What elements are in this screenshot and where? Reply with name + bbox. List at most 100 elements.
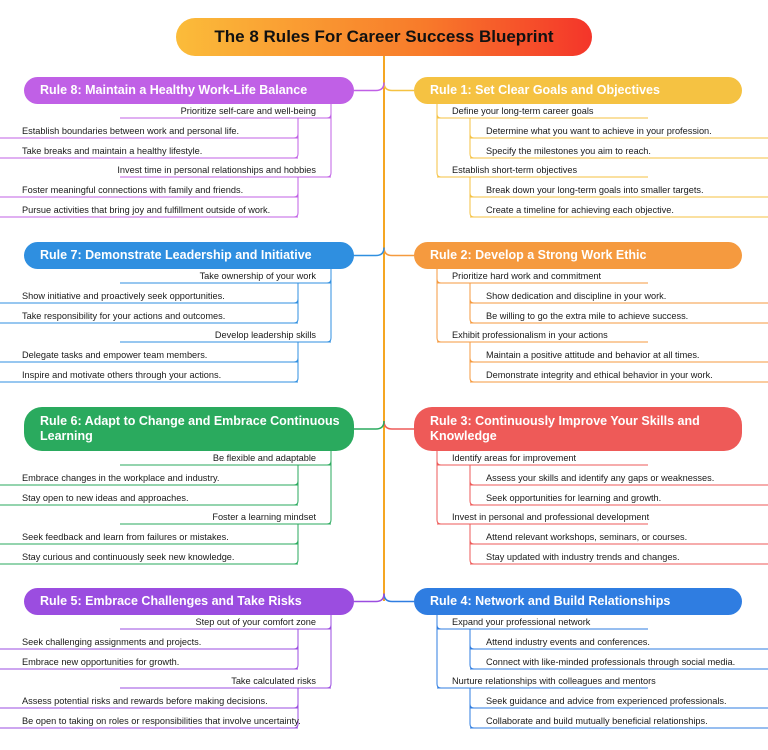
leaf-r5-0-0[interactable]: Seek challenging assignments and project… — [22, 637, 202, 647]
group-branch — [326, 104, 332, 178]
leaf-branch — [293, 465, 299, 486]
leaf-r3-1-0[interactable]: Attend relevant workshops, seminars, or … — [486, 532, 688, 542]
group-label-r5-1[interactable]: Take calculated risks — [231, 676, 316, 686]
leaf-r6-1-1[interactable]: Stay curious and continuously seek new k… — [22, 552, 235, 562]
rule-box-r3[interactable]: Rule 3: Continuously Improve Your Skills… — [414, 407, 742, 451]
rule-connector-r5 — [354, 593, 385, 603]
group-label-r4-0[interactable]: Expand your professional network — [452, 617, 591, 627]
leaf-r8-1-0[interactable]: Foster meaningful connections with famil… — [22, 185, 244, 195]
group-label-r7-1[interactable]: Develop leadership skills — [214, 330, 316, 340]
rule-box-r8[interactable]: Rule 8: Maintain a Healthy Work-Life Bal… — [24, 77, 354, 104]
group-branch — [326, 451, 332, 525]
group-branch — [436, 269, 442, 343]
leaf-branch — [469, 524, 475, 565]
rule-box-r1[interactable]: Rule 1: Set Clear Goals and Objectives — [414, 77, 742, 104]
leaf-r4-0-0[interactable]: Attend industry events and conferences. — [486, 637, 650, 647]
leaf-r8-0-1[interactable]: Take breaks and maintain a healthy lifes… — [22, 146, 203, 156]
leaf-r7-0-0[interactable]: Show initiative and proactively seek opp… — [22, 291, 225, 301]
rule-connector-r2 — [383, 247, 414, 257]
leaf-r1-1-1[interactable]: Create a timeline for achieving each obj… — [486, 205, 674, 215]
leaf-r8-1-1[interactable]: Pursue activities that bring joy and ful… — [22, 205, 271, 215]
leaf-branch — [293, 118, 299, 139]
leaf-branch — [293, 465, 299, 506]
leaf-r4-0-1[interactable]: Connect with like-minded professionals t… — [486, 657, 736, 667]
leaf-branch — [469, 629, 475, 650]
leaf-branch — [469, 283, 475, 304]
group-label-r4-1[interactable]: Nurture relationships with colleagues an… — [452, 676, 656, 686]
rule-box-r7[interactable]: Rule 7: Demonstrate Leadership and Initi… — [24, 242, 354, 269]
rule-connector-r7 — [354, 247, 385, 257]
leaf-r3-0-0[interactable]: Assess your skills and identify any gaps… — [486, 473, 715, 483]
leaf-branch — [293, 177, 299, 218]
rule-connector-r1 — [383, 82, 414, 92]
group-branch — [326, 269, 332, 343]
leaf-r1-0-1[interactable]: Specify the milestones you aim to reach. — [486, 146, 651, 156]
leaf-r7-1-1[interactable]: Inspire and motivate others through your… — [22, 370, 222, 380]
group-branch — [436, 615, 442, 630]
leaf-r2-0-1[interactable]: Be willing to go the extra mile to achie… — [486, 311, 689, 321]
leaf-r5-1-0[interactable]: Assess potential risks and rewards befor… — [22, 696, 268, 706]
group-branch — [326, 615, 332, 689]
leaf-r6-0-1[interactable]: Stay open to new ideas and approaches. — [22, 493, 189, 503]
group-branch — [326, 269, 332, 284]
leaf-r5-0-1[interactable]: Embrace new opportunities for growth. — [22, 657, 180, 667]
leaf-branch — [469, 688, 475, 709]
leaf-r2-0-0[interactable]: Show dedication and discipline in your w… — [486, 291, 667, 301]
leaf-r3-0-1[interactable]: Seek opportunities for learning and grow… — [486, 493, 662, 503]
leaf-branch — [469, 283, 475, 324]
group-branch — [436, 451, 442, 466]
leaf-branch — [469, 524, 475, 545]
leaf-r5-1-1[interactable]: Be open to taking on roles or responsibi… — [22, 716, 301, 726]
group-label-r8-1[interactable]: Invest time in personal relationships an… — [117, 165, 316, 175]
leaf-branch — [469, 118, 475, 139]
group-label-r6-1[interactable]: Foster a learning mindset — [212, 512, 316, 522]
leaf-branch — [293, 688, 299, 729]
leaf-r2-1-0[interactable]: Maintain a positive attitude and behavio… — [486, 350, 700, 360]
group-label-r3-1[interactable]: Invest in personal and professional deve… — [452, 512, 650, 522]
group-label-r7-0[interactable]: Take ownership of your work — [199, 271, 316, 281]
leaf-r1-0-0[interactable]: Determine what you want to achieve in yo… — [486, 126, 712, 136]
rule-box-r6[interactable]: Rule 6: Adapt to Change and Embrace Cont… — [24, 407, 354, 451]
group-branch — [436, 615, 442, 689]
leaf-branch — [293, 629, 299, 650]
central-title[interactable]: The 8 Rules For Career Success Blueprint — [176, 18, 592, 56]
leaf-branch — [293, 283, 299, 304]
leaf-r4-1-1[interactable]: Collaborate and build mutually beneficia… — [486, 716, 708, 726]
group-label-r2-0[interactable]: Prioritize hard work and commitment — [452, 271, 602, 281]
leaf-branch — [469, 177, 475, 198]
leaf-branch — [469, 465, 475, 486]
group-label-r5-0[interactable]: Step out of your comfort zone — [195, 617, 316, 627]
group-branch — [436, 104, 442, 119]
rule-box-r4[interactable]: Rule 4: Network and Build Relationships — [414, 588, 742, 615]
rule-connector-r3 — [383, 420, 414, 430]
leaf-r8-0-0[interactable]: Establish boundaries between work and pe… — [22, 126, 240, 136]
leaf-branch — [293, 629, 299, 670]
group-label-r6-0[interactable]: Be flexible and adaptable — [212, 453, 316, 463]
leaf-branch — [293, 177, 299, 198]
leaf-branch — [469, 118, 475, 159]
rule-connector-r4 — [383, 593, 414, 603]
group-label-r2-1[interactable]: Exhibit professionalism in your actions — [452, 330, 608, 340]
leaf-r1-1-0[interactable]: Break down your long-term goals into sma… — [486, 185, 704, 195]
rule-box-r5[interactable]: Rule 5: Embrace Challenges and Take Risk… — [24, 588, 354, 615]
leaf-branch — [293, 342, 299, 363]
leaf-r7-0-1[interactable]: Take responsibility for your actions and… — [22, 311, 226, 321]
leaf-branch — [469, 688, 475, 729]
leaf-branch — [293, 524, 299, 565]
leaf-r2-1-1[interactable]: Demonstrate integrity and ethical behavi… — [486, 370, 713, 380]
group-branch — [326, 104, 332, 119]
leaf-r6-0-0[interactable]: Embrace changes in the workplace and ind… — [22, 473, 220, 483]
leaf-r7-1-0[interactable]: Delegate tasks and empower team members. — [22, 350, 208, 360]
leaf-r3-1-1[interactable]: Stay updated with industry trends and ch… — [486, 552, 680, 562]
leaf-r4-1-0[interactable]: Seek guidance and advice from experience… — [486, 696, 727, 706]
group-label-r1-1[interactable]: Establish short-term objectives — [452, 165, 578, 175]
group-label-r8-0[interactable]: Prioritize self-care and well-being — [180, 106, 316, 116]
group-label-r1-0[interactable]: Define your long-term career goals — [452, 106, 594, 116]
rule-box-r2[interactable]: Rule 2: Develop a Strong Work Ethic — [414, 242, 742, 269]
leaf-r6-1-0[interactable]: Seek feedback and learn from failures or… — [22, 532, 229, 542]
leaf-branch — [293, 118, 299, 159]
group-label-r3-0[interactable]: Identify areas for improvement — [452, 453, 577, 463]
group-branch — [436, 269, 442, 284]
